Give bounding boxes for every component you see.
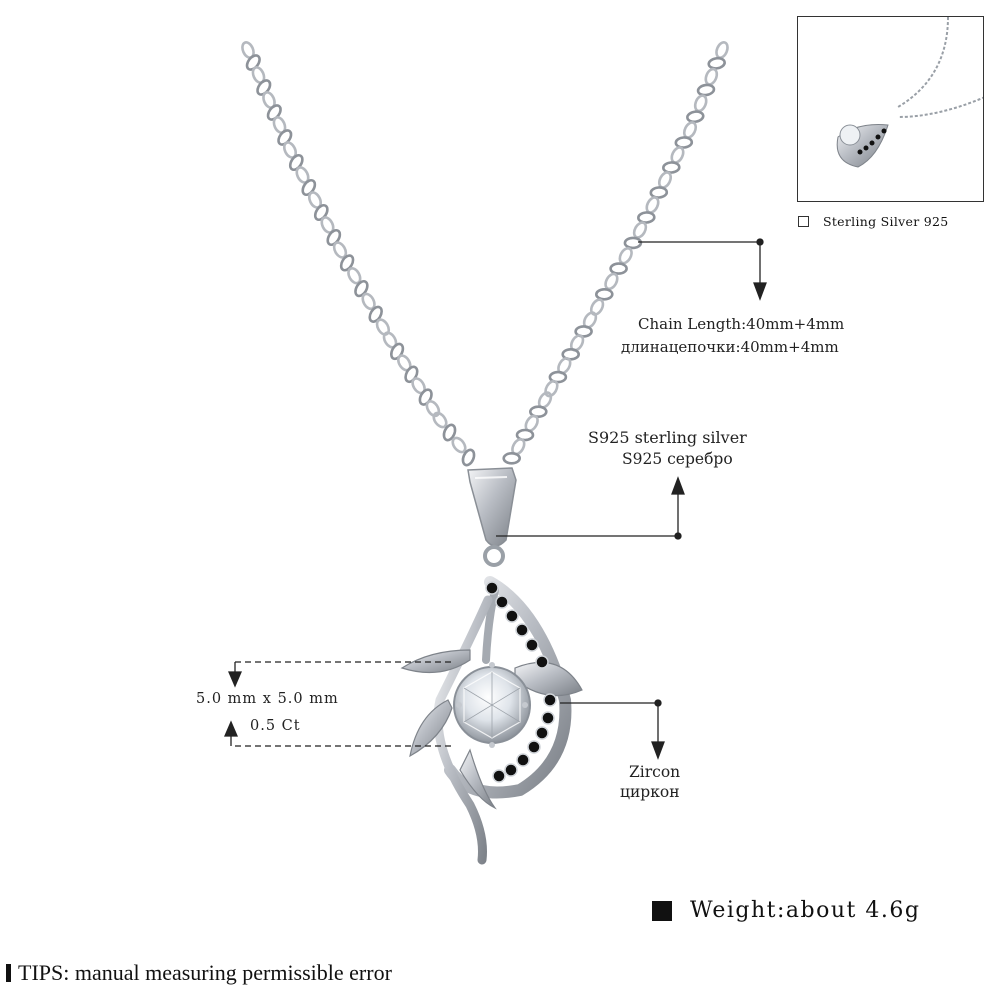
stone-type-label: Zircon [629, 763, 681, 781]
chain-link [544, 379, 559, 398]
black-stone [527, 740, 541, 754]
black-stone [505, 609, 519, 623]
product-thumbnail [797, 16, 984, 202]
chain-link [715, 41, 729, 59]
chain-link [301, 178, 317, 197]
material-label: S925 sterling silver [588, 428, 747, 447]
chain-link [313, 203, 329, 222]
chain-length-label-ru: длинацепочки:40mm+4mm [621, 338, 839, 356]
chain-link [502, 451, 521, 465]
chain-link [425, 400, 441, 418]
chain-link [368, 305, 383, 323]
chain-link [707, 56, 726, 70]
black-stone [543, 693, 557, 707]
chain-link [604, 272, 619, 291]
material-option-label: Sterling Silver 925 [823, 214, 949, 229]
stone-carat-label: 0.5 Ct [250, 718, 301, 734]
checkbox [798, 216, 809, 227]
chain-link [339, 254, 355, 272]
chain-link [442, 423, 457, 442]
stone-size-label: 5.0 mm x 5.0 mm [196, 691, 339, 707]
black-stone [541, 711, 555, 725]
black-stone-row [485, 581, 557, 783]
chain-link [623, 236, 643, 250]
thumbnail-necklace-icon [836, 17, 983, 168]
black-stone [516, 753, 530, 767]
black-stone [495, 595, 509, 609]
leaf [409, 699, 453, 758]
chain-link [390, 342, 405, 361]
chain-link [432, 411, 448, 429]
leaf [459, 748, 496, 809]
black-stone [535, 655, 549, 669]
chain-link [618, 246, 633, 265]
chain-link [609, 262, 628, 275]
chain-left-strand [241, 41, 476, 467]
chain-length-label: Chain Length:40mm+4mm [638, 315, 845, 333]
stone-type-label-ru: циркон [620, 783, 680, 801]
material-pointer [496, 476, 685, 540]
chain-link [704, 67, 719, 86]
tips-note: TIPS: manual measuring permissible error [6, 960, 392, 986]
chain-link [451, 436, 467, 454]
chain-link [632, 221, 648, 239]
black-stone [515, 623, 529, 637]
chain-link [649, 186, 669, 199]
chain-link [696, 83, 716, 97]
chain-link [418, 388, 433, 406]
chain-link [637, 211, 656, 224]
chain-link [529, 405, 548, 419]
chain-link [515, 428, 535, 442]
material-label-ru: S925 серебро [622, 450, 733, 468]
tips-label: TIPS: manual measuring permissible error [18, 960, 392, 985]
bar-bullet-icon [6, 964, 11, 982]
weight-info: Weight:about 4.6g [652, 898, 920, 923]
chain-link [693, 94, 708, 113]
pendant-bail [467, 467, 517, 567]
weight-label: Weight:about 4.6g [690, 898, 921, 923]
chain-link [326, 228, 342, 247]
black-stone [492, 769, 506, 783]
chain-link [277, 129, 293, 146]
zircon-pointer [560, 699, 665, 760]
zircon-stone [453, 662, 531, 748]
chain-link [595, 287, 614, 301]
chain-link [561, 347, 580, 361]
leaf [400, 649, 471, 674]
chain-link [461, 448, 476, 467]
black-stone [485, 581, 499, 595]
chain-link [354, 279, 369, 298]
chain-link [548, 370, 568, 384]
stone-size-pointer [224, 661, 455, 747]
black-stone [525, 638, 539, 652]
chain-right-strand [502, 41, 729, 465]
chain-link [404, 365, 419, 384]
chain-link [662, 161, 681, 174]
black-stone [504, 763, 518, 777]
chain-link [674, 136, 694, 149]
chain-link [686, 110, 705, 124]
black-stone [535, 726, 549, 740]
square-bullet-icon [652, 900, 672, 921]
chain-link [288, 153, 304, 172]
pendant-body [400, 576, 583, 865]
chain-link [266, 104, 282, 121]
chain-link [574, 325, 593, 338]
chain-link [256, 79, 272, 96]
material-option: Sterling Silver 925 [798, 214, 949, 229]
chain-link [245, 54, 261, 71]
chain-length-pointer [638, 238, 767, 301]
